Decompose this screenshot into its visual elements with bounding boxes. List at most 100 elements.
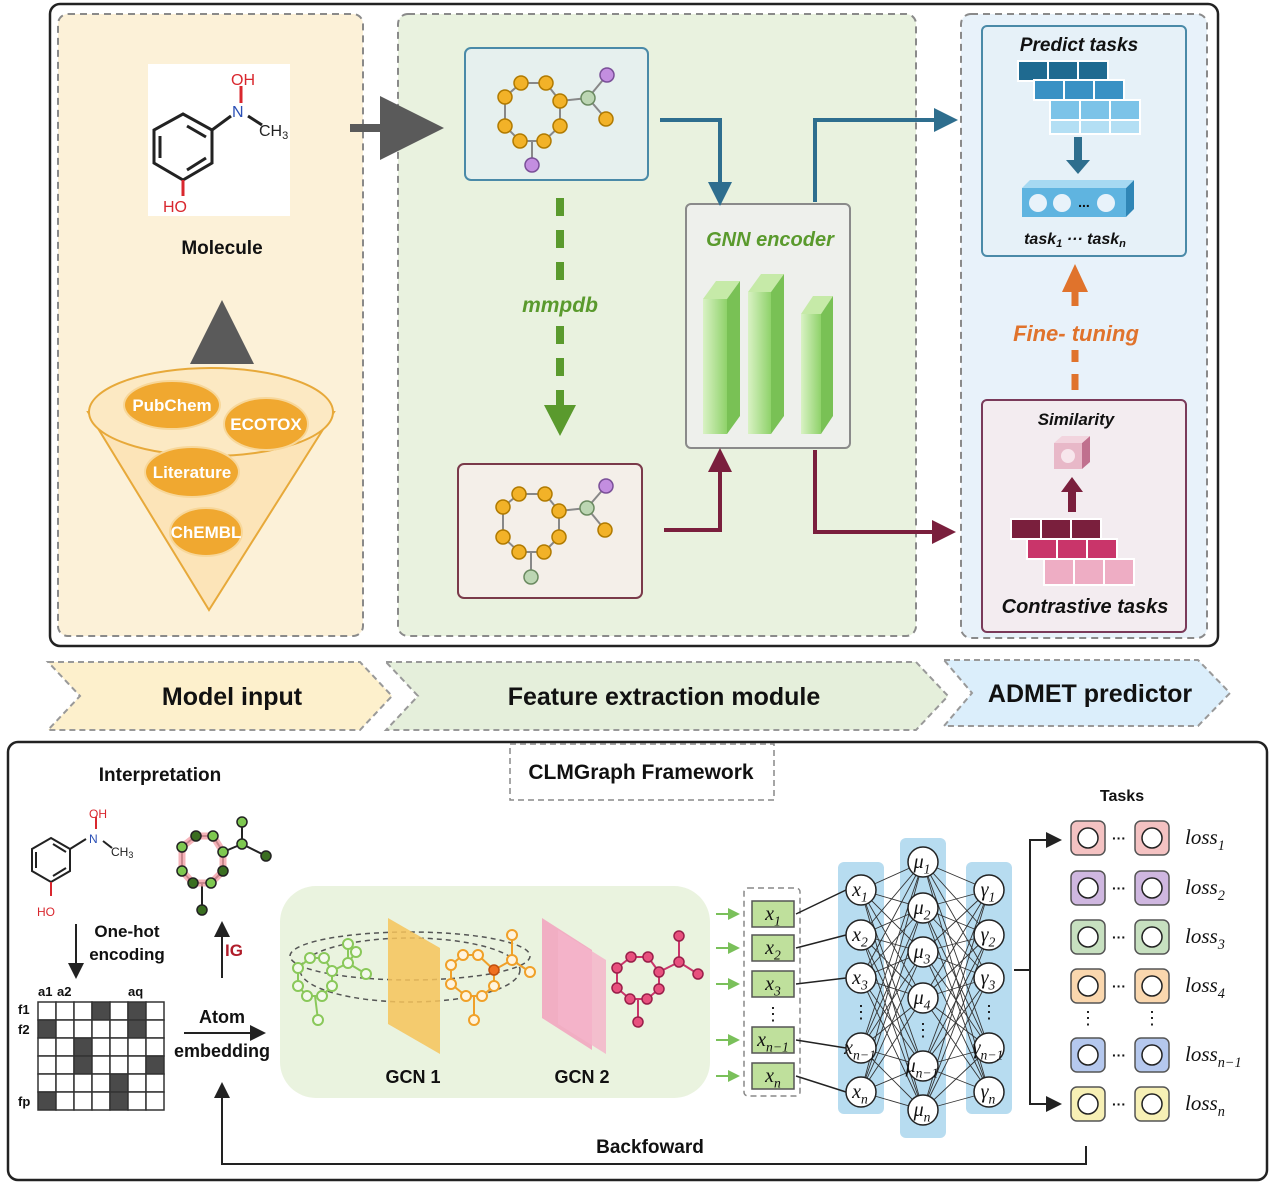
gamma-node-label: γ2 <box>981 924 996 950</box>
svg-text:⋮: ⋮ <box>764 1004 782 1024</box>
vector-to-node-arrow <box>795 934 847 949</box>
molecule-card <box>148 64 290 216</box>
source-ecotox: ECOTOX <box>230 415 302 434</box>
svg-text:a2: a2 <box>57 984 71 999</box>
gamma-node <box>973 874 1005 906</box>
svg-text:⋮: ⋮ <box>914 1020 932 1040</box>
matrix-cell <box>109 1001 129 1021</box>
gamma-node <box>973 919 1005 951</box>
svg-text:···: ··· <box>1112 929 1126 945</box>
gnn-encoder-label: GNN encoder <box>706 229 835 251</box>
matrix-cell <box>127 1091 147 1111</box>
matrix-cell <box>91 1073 111 1093</box>
svg-text:N: N <box>89 832 98 846</box>
matrix-cell <box>127 1019 147 1039</box>
gamma-node-label: γ3 <box>981 967 996 993</box>
mu-node-label: μ3 <box>913 941 931 967</box>
source-pubchem: PubChem <box>132 396 211 415</box>
matrix-cell <box>91 1001 111 1021</box>
matrix-cell <box>127 1001 147 1021</box>
onehot-matrix <box>37 1001 165 1111</box>
gcn2-layer-b <box>558 930 606 1054</box>
bottom-frame <box>6 740 1269 1182</box>
loss-label: loss4 <box>1185 973 1225 1002</box>
feature-vector-label: xn−1 <box>756 1029 789 1055</box>
mu-node <box>907 936 939 968</box>
banner-admet <box>941 659 1232 727</box>
vector-to-node-arrow <box>795 1075 847 1093</box>
gamma-node <box>973 1032 1005 1064</box>
backward-arrow <box>214 1082 1087 1165</box>
feature-vector-cell <box>751 1026 795 1054</box>
mlp-connections <box>795 861 990 1111</box>
svg-text:a1: a1 <box>38 984 52 999</box>
source-literature: Literature <box>153 463 231 482</box>
task-range-label: task1 ··· taskn <box>1024 231 1126 250</box>
source-chembl: ChEMBL <box>171 523 242 542</box>
matrix-cell <box>109 1055 129 1075</box>
gamma-node <box>973 1076 1005 1108</box>
matrix-cell <box>91 1091 111 1111</box>
mu-node <box>907 892 939 924</box>
variant-to-encoder-arrow <box>664 448 732 532</box>
vector-to-node-arrow <box>795 977 847 985</box>
tasks-title: Tasks <box>1100 788 1144 805</box>
mu-node-label: μ1 <box>913 851 931 877</box>
gamma-node-label: γn−1 <box>973 1037 1004 1063</box>
feature-vector-label: x2 <box>764 937 781 963</box>
x-node-label: xn−1 <box>843 1037 876 1063</box>
matrix-cell <box>55 1037 75 1057</box>
svg-text:ADMET predictor: ADMET predictor <box>988 680 1192 708</box>
gnn-layers <box>703 274 833 434</box>
backward-label: Backfoward <box>596 1137 704 1158</box>
svg-text:···: ··· <box>1112 830 1126 846</box>
svg-text:⋮: ⋮ <box>980 1002 998 1022</box>
svg-text:Atom: Atom <box>199 1007 245 1027</box>
mu-node-label: μ4 <box>913 987 931 1013</box>
x-node-label: x3 <box>851 967 868 993</box>
graph-card-variant <box>457 463 643 599</box>
svg-text:CH3: CH3 <box>111 845 133 860</box>
encoder-to-contrastive-arrow <box>813 450 956 544</box>
matrix-cell <box>73 1037 93 1057</box>
matrix-cell <box>73 1091 93 1111</box>
matrix-cell <box>127 1055 147 1075</box>
molecule-structure <box>152 86 263 196</box>
mu-node <box>907 1050 939 1082</box>
x-node <box>845 1076 877 1108</box>
vector-to-node-arrow <box>795 1039 847 1049</box>
svg-text:f2: f2 <box>18 1022 30 1037</box>
x-node <box>845 919 877 951</box>
svg-text:fp: fp <box>18 1094 30 1109</box>
similarity-cube <box>1054 436 1090 469</box>
matrix-cell <box>145 1073 165 1093</box>
matrix-cell <box>145 1091 165 1111</box>
molecule-ho: HO <box>163 199 187 216</box>
feature-vector-label: x1 <box>764 903 781 929</box>
svg-text:···: ··· <box>1112 1047 1126 1063</box>
mu-node <box>907 982 939 1014</box>
fine-tuning-label: Fine- tuning <box>1013 321 1139 346</box>
gamma-node <box>973 962 1005 994</box>
svg-text:⋮: ⋮ <box>852 1002 870 1022</box>
molecule-oh: OH <box>231 72 255 89</box>
gamma-node-label: γn <box>981 1081 996 1107</box>
matrix-cell <box>91 1037 111 1057</box>
matrix-cell <box>109 1091 129 1111</box>
feature-vector-label: xn <box>764 1065 781 1091</box>
x-node-label: x1 <box>851 879 868 905</box>
loss-label: lossn−1 <box>1185 1042 1242 1071</box>
x-node <box>845 962 877 994</box>
matrix-cell <box>55 1091 75 1111</box>
contrastive-task-blocks <box>1010 518 1135 586</box>
matrix-cell <box>73 1055 93 1075</box>
matrix-cell <box>37 1055 57 1075</box>
similarity-label: Similarity <box>1038 410 1116 429</box>
framework-title: CLMGraph Framework <box>528 761 754 784</box>
svg-text:embedding: embedding <box>174 1041 270 1061</box>
matrix-cell <box>73 1073 93 1093</box>
matrix-cell <box>145 1001 165 1021</box>
x-node-label: x2 <box>851 924 868 950</box>
gamma-node-label: γ1 <box>981 879 996 905</box>
matrix-cell <box>55 1019 75 1039</box>
